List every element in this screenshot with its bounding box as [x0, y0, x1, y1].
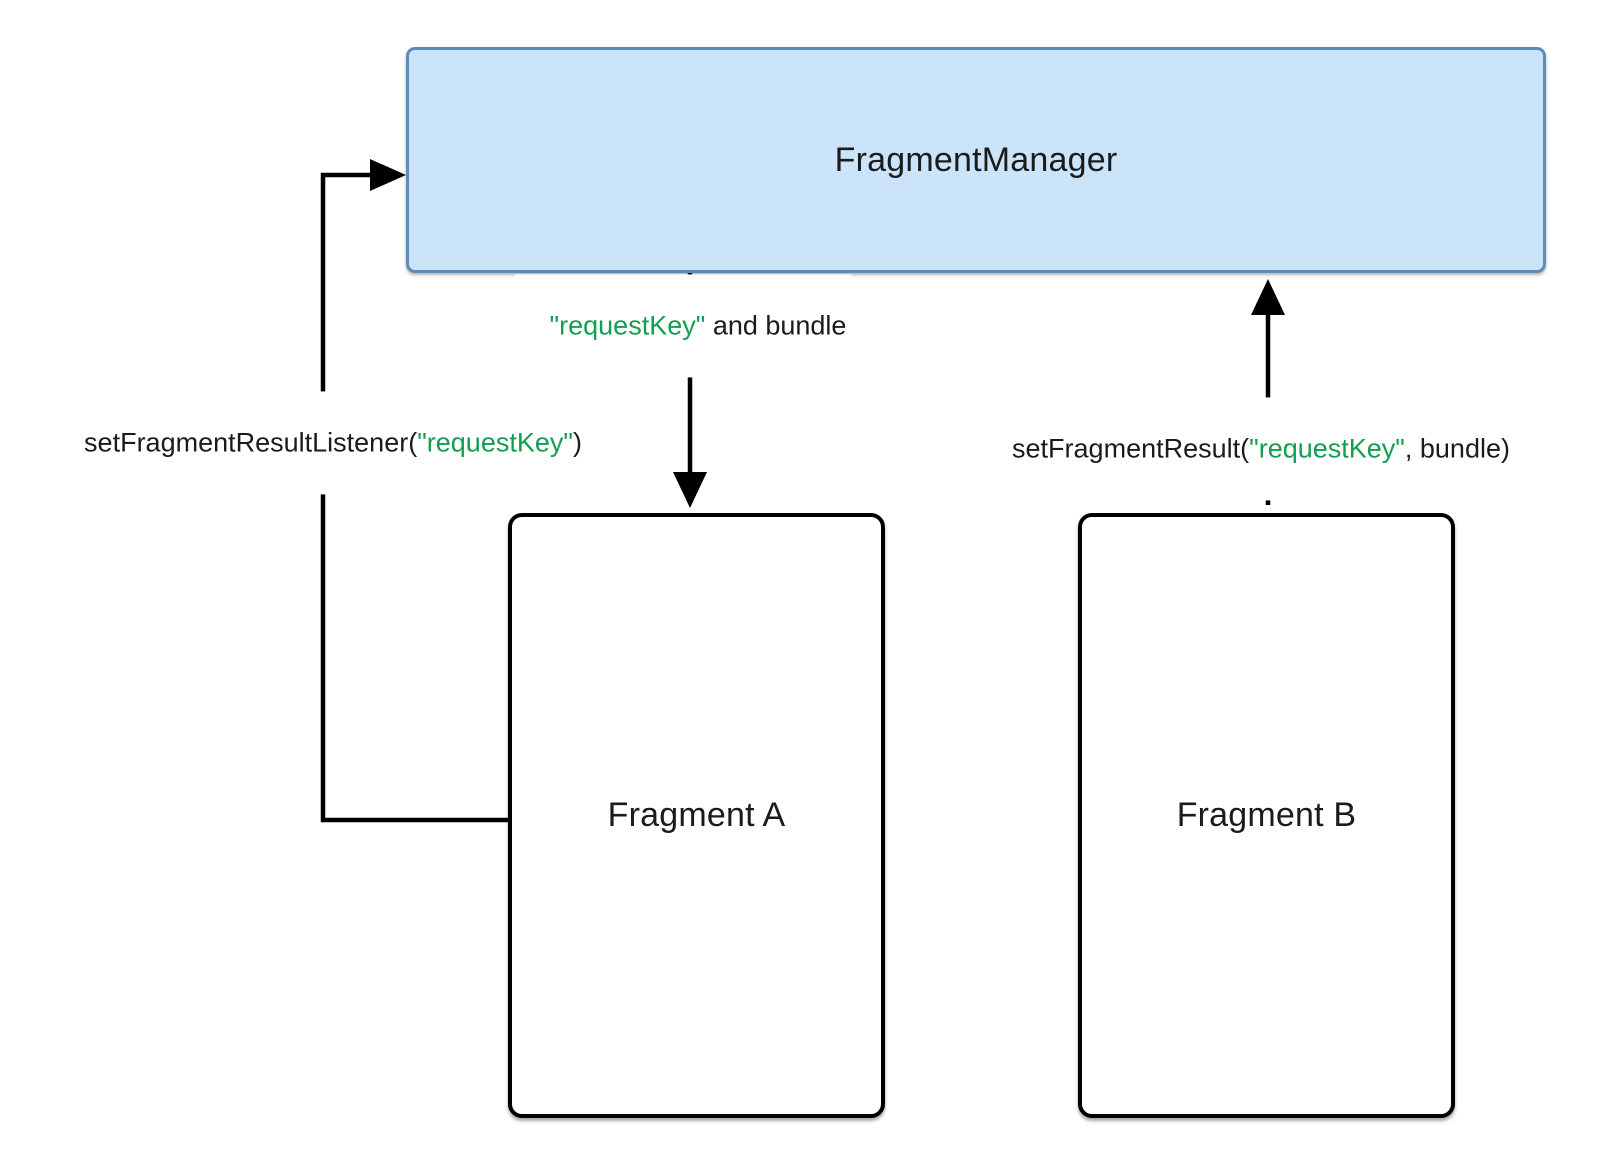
requestkey-literal: "requestKey"	[417, 427, 573, 458]
label-set-fragment-result: setFragmentResult("requestKey", bundle)	[977, 397, 1515, 501]
fragment-b-title: Fragment B	[1176, 796, 1357, 834]
set-result-call-post: , bundle)	[1404, 433, 1510, 464]
set-listener-call-post: )	[572, 427, 582, 458]
label-requestkey-and-bundle: "requestKey" and bundle	[514, 274, 852, 378]
arrow-fragment-a-to-manager	[320, 159, 508, 823]
fragment-manager-box: FragmentManager	[406, 47, 1546, 273]
fragment-a-box: Fragment A	[508, 513, 885, 1118]
set-listener-call-pre: setFragmentResultListener(	[84, 427, 418, 458]
and-bundle-text: and bundle	[705, 310, 847, 341]
label-set-fragment-result-listener: setFragmentResultListener("requestKey")	[49, 391, 587, 495]
set-result-call-pre: setFragmentResult(	[1012, 433, 1250, 464]
fragment-b-box: Fragment B	[1078, 513, 1455, 1118]
fragment-manager-title: FragmentManager	[834, 140, 1118, 179]
requestkey-literal: "requestKey"	[1249, 433, 1405, 464]
requestkey-literal: "requestKey"	[549, 310, 706, 341]
fragment-a-title: Fragment A	[607, 796, 786, 834]
